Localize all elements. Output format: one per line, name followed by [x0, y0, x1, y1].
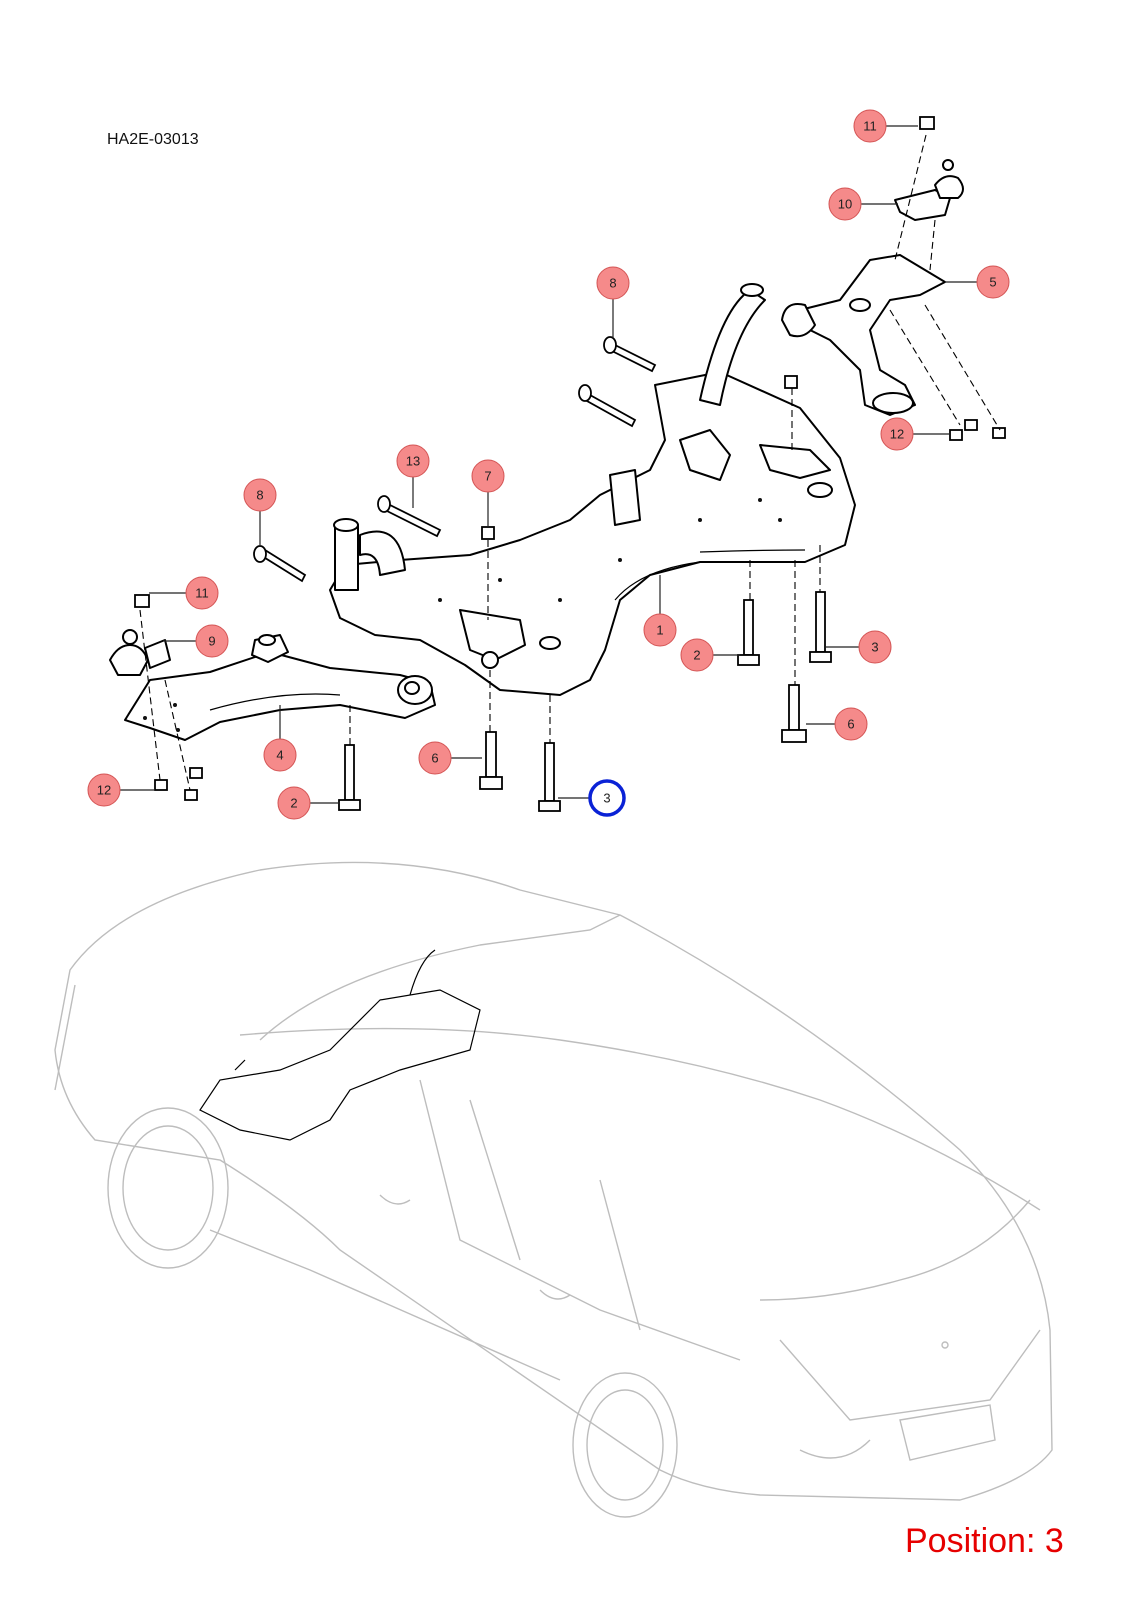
callout-c11-left[interactable]: 11: [149, 576, 219, 610]
callout-c3-left[interactable]: 3: [558, 779, 626, 817]
svg-text:7: 7: [484, 469, 491, 484]
callout-c13[interactable]: 13: [396, 444, 430, 508]
callout-c12-right[interactable]: 12: [880, 417, 950, 451]
callout-c1[interactable]: 1: [643, 575, 677, 647]
svg-text:5: 5: [989, 275, 996, 290]
svg-text:1: 1: [656, 623, 663, 638]
ball-joint-right: [894, 159, 964, 221]
svg-text:8: 8: [609, 276, 616, 291]
callout-c12-left[interactable]: 12: [87, 773, 155, 807]
diagram-code: HA2E-03013: [107, 131, 199, 148]
callout-c6-left[interactable]: 6: [418, 741, 482, 775]
svg-text:11: 11: [195, 586, 209, 601]
svg-text:2: 2: [290, 796, 297, 811]
svg-text:3: 3: [603, 791, 610, 806]
svg-text:13: 13: [406, 454, 420, 469]
callout-c3-right[interactable]: 3: [826, 630, 892, 664]
svg-text:6: 6: [431, 751, 438, 766]
subframe: [329, 283, 856, 696]
callouts: 11 10 5 8 12 13 7 8 11 9 1 2 3 6 4 6 12 …: [87, 109, 1010, 820]
callout-c4[interactable]: 4: [263, 705, 297, 772]
svg-text:6: 6: [847, 717, 854, 732]
callout-c11-top[interactable]: 11: [853, 109, 918, 143]
position-label: Position: 3: [905, 1522, 1064, 1560]
callout-c8-left[interactable]: 8: [243, 478, 277, 546]
car-outline: [54, 861, 1053, 1518]
callout-c10[interactable]: 10: [828, 187, 898, 221]
callout-c5[interactable]: 5: [945, 265, 1010, 299]
assembly-lines: [139, 134, 1001, 791]
svg-text:11: 11: [863, 119, 877, 134]
svg-text:12: 12: [97, 783, 111, 798]
svg-text:9: 9: [208, 634, 215, 649]
callout-c6-right[interactable]: 6: [806, 707, 868, 741]
svg-text:4: 4: [276, 748, 283, 763]
lower-arm-right: [781, 254, 946, 416]
callout-c2-left[interactable]: 2: [277, 786, 340, 820]
callout-c8-top[interactable]: 8: [596, 266, 630, 338]
svg-text:3: 3: [871, 640, 878, 655]
svg-text:10: 10: [838, 197, 852, 212]
svg-text:2: 2: [693, 648, 700, 663]
callout-c9[interactable]: 9: [163, 624, 229, 658]
lower-arm-left: [124, 634, 436, 741]
svg-text:12: 12: [890, 427, 904, 442]
callout-c7[interactable]: 7: [471, 459, 505, 527]
svg-text:8: 8: [256, 488, 263, 503]
callout-c2-right[interactable]: 2: [680, 638, 740, 672]
ball-joint-left: [109, 629, 171, 676]
